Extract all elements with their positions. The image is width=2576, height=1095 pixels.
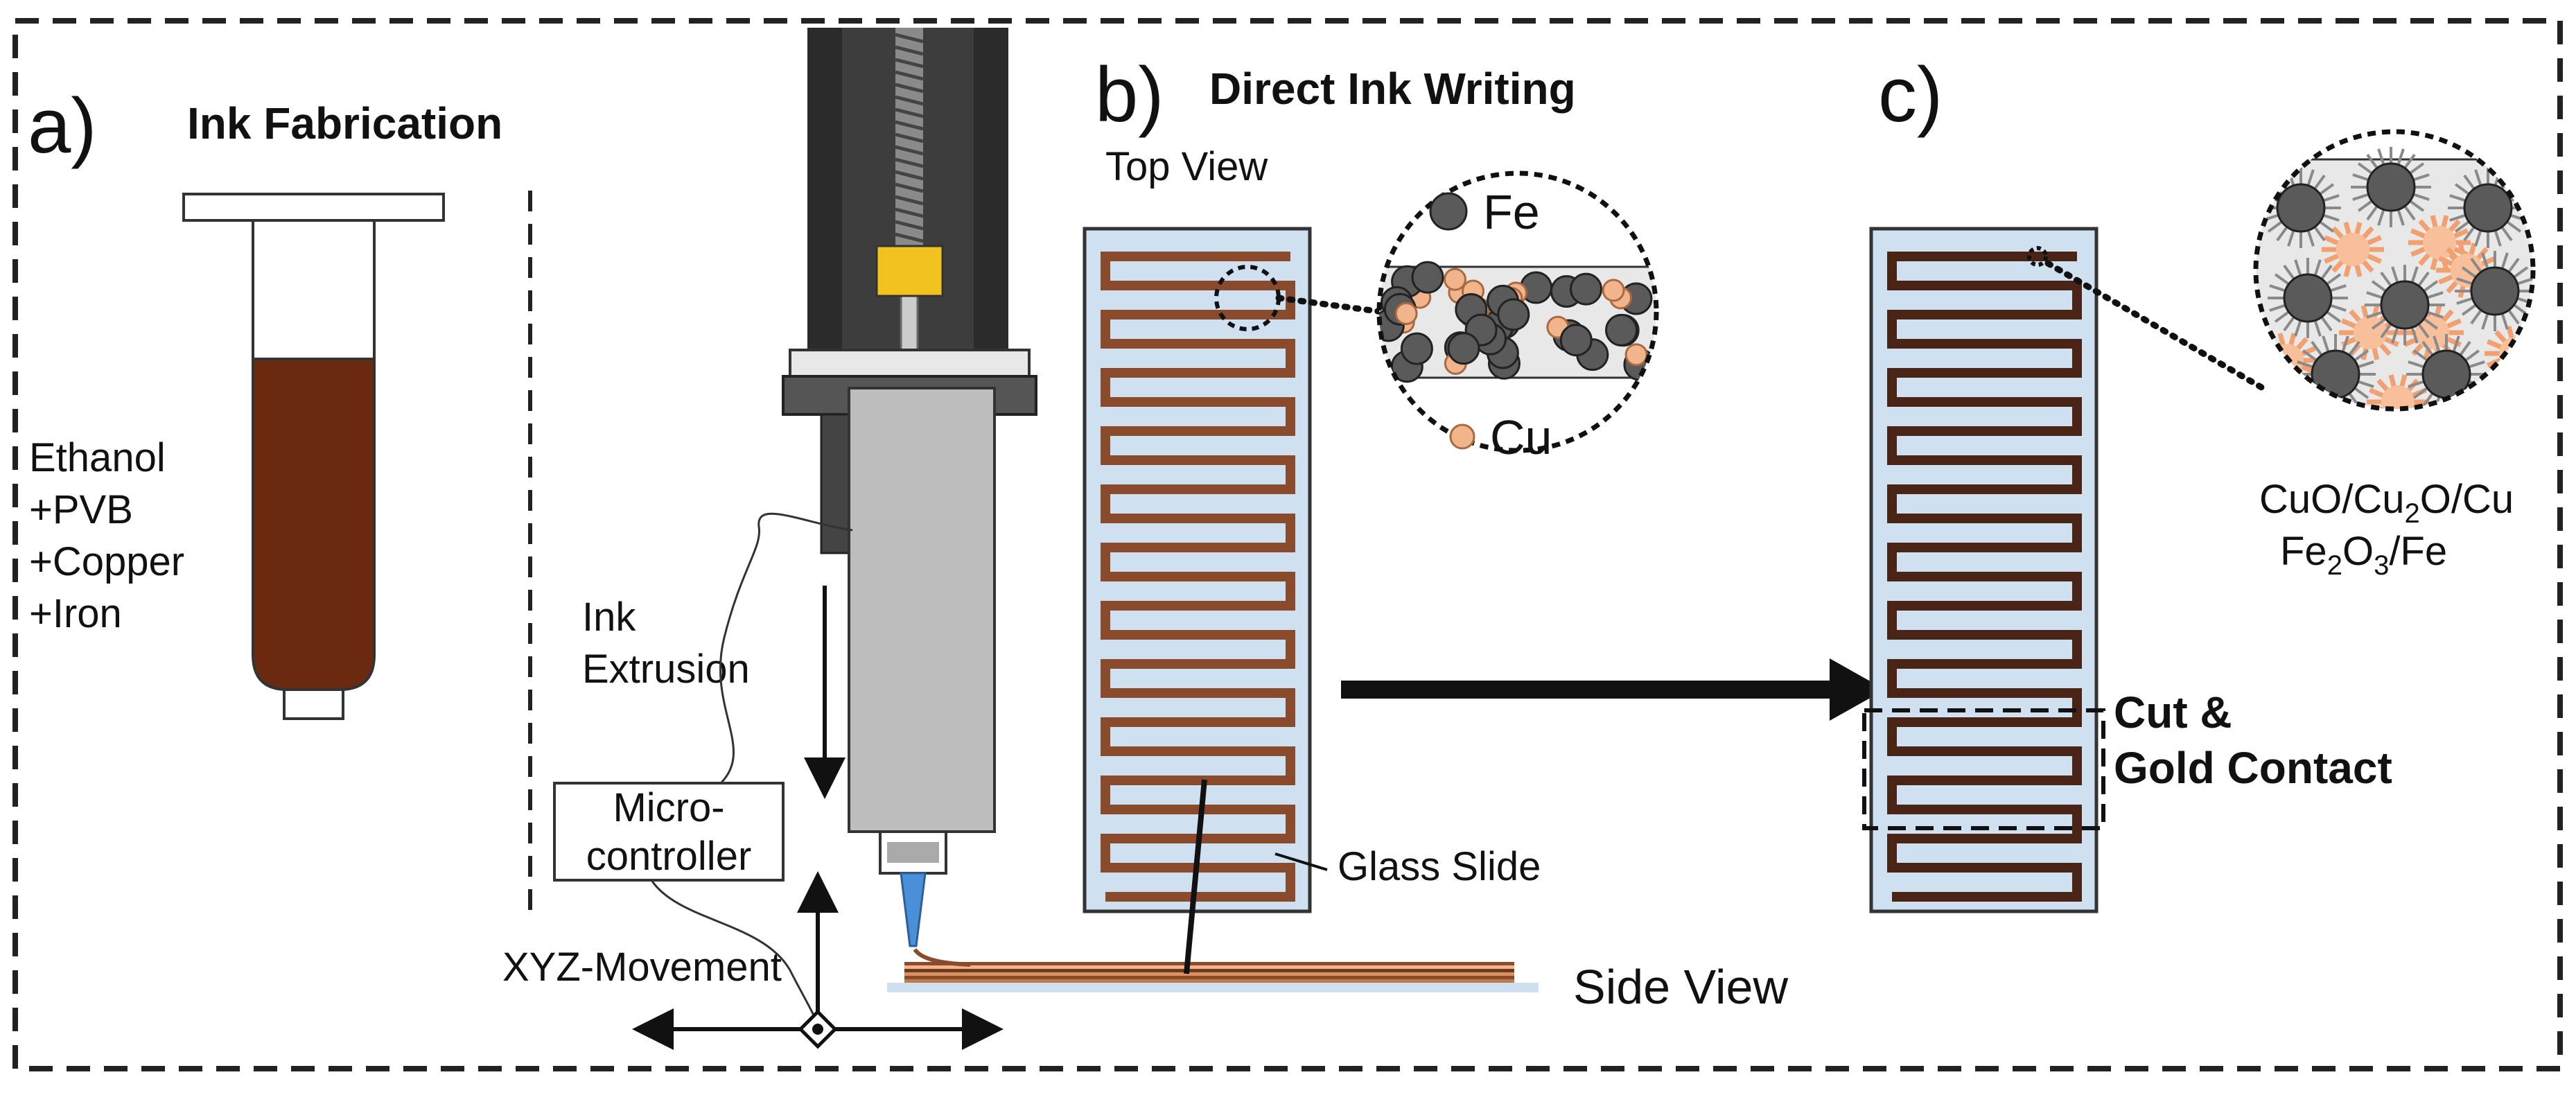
printer-syringe [848, 387, 996, 833]
fe-particle [1447, 332, 1480, 365]
glass-slide-b [1083, 227, 1312, 913]
nozzle [900, 872, 927, 947]
phase-composition-1: CuO/Cu2O/Cu [2259, 477, 2514, 529]
glass-slide-c [1869, 227, 2099, 913]
panel-c-letter: c) [1878, 51, 1943, 138]
cut-region [1862, 708, 2105, 830]
zoom-connector-b [1275, 295, 1386, 315]
microcontroller-label-2: controller [586, 834, 752, 879]
process-arrow-head [1830, 658, 1885, 721]
legend-cu-dot [1449, 423, 1475, 450]
fe-particle [1411, 261, 1444, 294]
printed-layer [904, 979, 1514, 983]
panel-b-title: Direct Ink Writing [1209, 64, 1576, 114]
panel-a-title: Ink Fabrication [187, 98, 502, 148]
cable-to-stage [650, 879, 819, 1030]
glass-slide-leader [1274, 852, 1328, 871]
cu-particle [1394, 301, 1418, 325]
fe-particle [1497, 298, 1530, 331]
ink-fill [252, 358, 376, 691]
ingredient-iron: +Iron [29, 591, 122, 636]
fe-particle [1569, 272, 1602, 306]
xyz-axes [632, 871, 1004, 1050]
side-view-slide [887, 948, 1539, 992]
printed-layer [904, 976, 1514, 979]
glass-slide-pointer [1184, 779, 1207, 974]
ingredient-ethanol: Ethanol [29, 435, 166, 480]
xyz-movement-label: XYZ-Movement [502, 945, 782, 990]
legend-cu-label: Cu [1490, 410, 1552, 464]
outer-border [12, 18, 2563, 1071]
fe-oxide-particle [2448, 168, 2528, 248]
cut-label-1: Cut & [2114, 687, 2232, 737]
zoom-source-c [2027, 246, 2048, 267]
fe-particle [1605, 313, 1638, 347]
fe-oxide-particle [2351, 147, 2431, 227]
ingredient-pvb: +PVB [29, 487, 133, 532]
printed-layer [904, 972, 1514, 976]
printed-layer [904, 969, 1514, 972]
printed-layer [904, 962, 1514, 965]
printer [782, 28, 1037, 947]
printed-layer [904, 965, 1514, 969]
phase-composition-2: Fe2O3/Fe [2280, 529, 2447, 581]
zoom-inset-b: Fe Cu [1376, 170, 1659, 464]
cu-oxide-particle [2322, 222, 2384, 277]
panel-a: a) Ink Fabrication Ethanol +PVB +Copper … [28, 82, 532, 922]
glass-slide-label: Glass Slide [1338, 844, 1541, 889]
fe-oxide-particle [2268, 258, 2348, 338]
zoom-connector-c [2044, 260, 2266, 392]
panel-b-letter: b) [1095, 51, 1164, 138]
panel-a-letter: a) [28, 82, 97, 169]
cu-particle [1602, 279, 1625, 302]
ink-extrusion-label-2: Extrusion [582, 647, 750, 692]
fe-oxide-particle [2261, 168, 2341, 248]
cable-to-printer [719, 512, 853, 785]
zoom-inset-c [2253, 129, 2536, 412]
fe-oxide-particle [2365, 265, 2445, 345]
ink-extrusion-label-1: Ink [582, 595, 636, 640]
microcontroller-label-1: Micro- [613, 785, 724, 830]
cu-particle [1443, 268, 1466, 291]
legend-fe-label: Fe [1483, 185, 1540, 239]
cu-particle [1624, 343, 1648, 367]
top-view-label: Top View [1105, 144, 1268, 189]
lead-screw [895, 28, 924, 256]
cut-label-2: Gold Contact [2114, 743, 2392, 793]
side-view-label: Side View [1573, 960, 1788, 1014]
ingredient-copper: +Copper [29, 539, 184, 584]
fe-particle [1400, 332, 1433, 365]
cu-oxide-particle [2367, 374, 2429, 409]
legend-fe-dot [1429, 192, 1468, 231]
screw-block [875, 245, 944, 297]
syringe [182, 193, 445, 720]
fe-particle [1559, 324, 1593, 357]
microcontroller: Micro- controller [553, 782, 785, 882]
fe-oxide-particle [2455, 251, 2533, 331]
